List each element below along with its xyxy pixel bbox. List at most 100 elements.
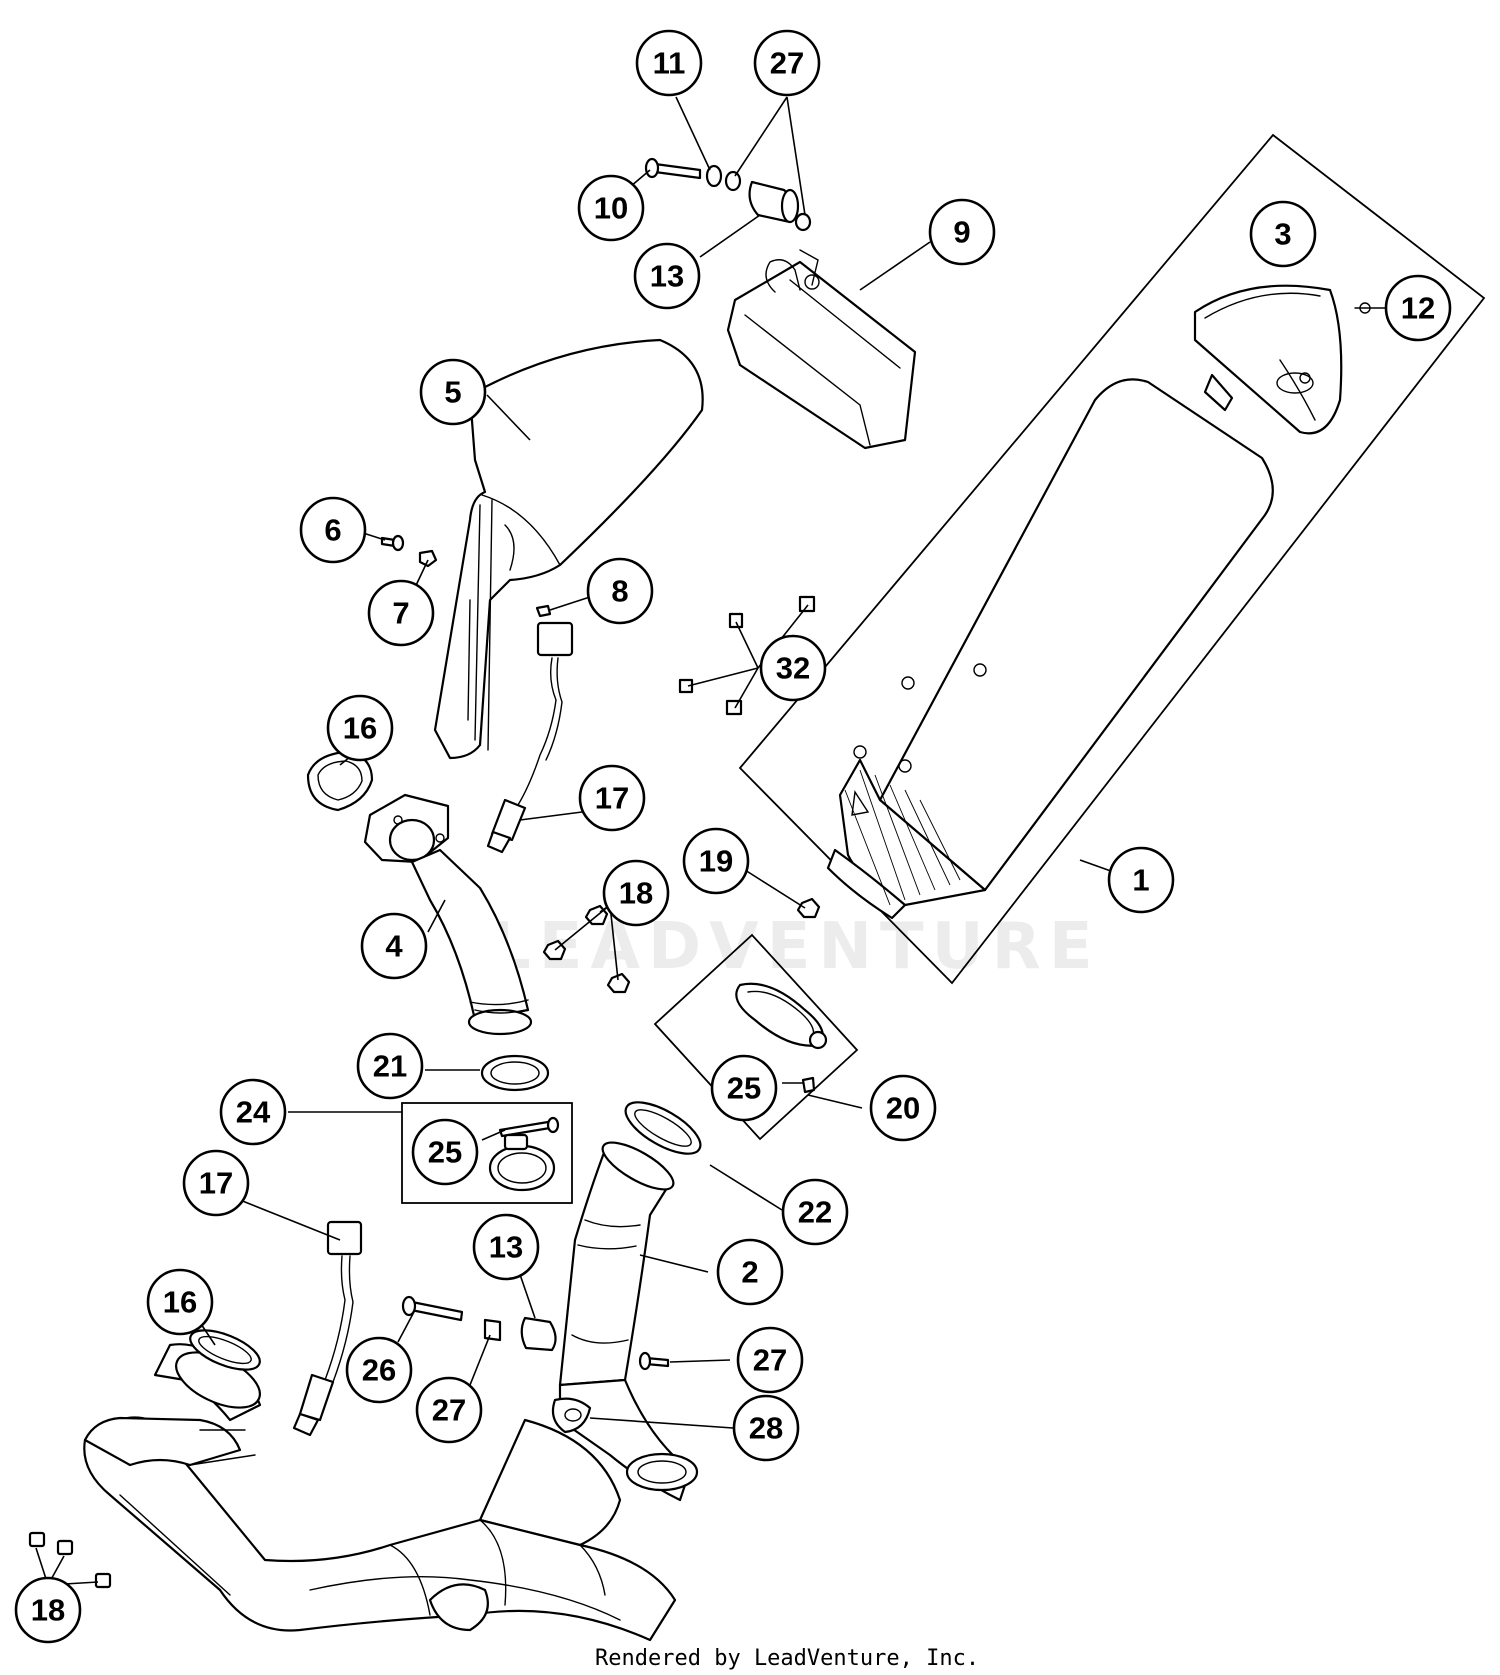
gasket-ring-21 — [480, 1054, 550, 1092]
callout-number: 27 — [770, 46, 804, 81]
callout-c25a: 25 — [710, 1054, 778, 1122]
callout-number: 3 — [1274, 217, 1291, 252]
callout-number: 27 — [753, 1343, 787, 1378]
callout-circle — [1384, 274, 1452, 342]
callout-c21: 21 — [356, 1032, 424, 1100]
callout-c11a: 11 — [635, 29, 703, 97]
callout-c26: 26 — [345, 1336, 413, 1404]
callout-c8: 8 — [586, 557, 654, 625]
callout-c3: 3 — [1249, 200, 1317, 268]
callout-number: 18 — [31, 1593, 65, 1628]
callout-number: 25 — [727, 1071, 761, 1106]
end-cap-screw — [1354, 302, 1371, 314]
callout-circle — [577, 174, 645, 242]
oxygen-sensor-lower — [292, 1220, 363, 1437]
callout-c10: 10 — [577, 174, 645, 242]
callout-c25b: 25 — [411, 1118, 479, 1186]
muffler-stud-2 — [973, 663, 987, 677]
mount-hardware — [644, 157, 812, 232]
callout-c16b: 16 — [146, 1268, 214, 1336]
callout-circle — [602, 859, 670, 927]
muffler-stud-4 — [898, 759, 912, 773]
callout-number: 27 — [432, 1393, 466, 1428]
callout-number: 24 — [236, 1095, 271, 1130]
callout-number: 6 — [324, 513, 341, 548]
callout-circle — [326, 694, 394, 762]
callout-circle — [415, 1376, 483, 1444]
callout-number: 16 — [343, 711, 377, 746]
callout-c27b: 27 — [415, 1376, 483, 1444]
callout-c4: 4 — [360, 912, 428, 980]
callout-circle — [578, 764, 646, 832]
gasket-lower — [189, 1329, 261, 1371]
callout-number: 1 — [1132, 863, 1149, 898]
exhaust-clamp-20 — [735, 982, 828, 1094]
callout-circle — [635, 29, 703, 97]
callout-c2: 2 — [716, 1238, 784, 1306]
callout-c17a: 17 — [578, 764, 646, 832]
callout-number: 2 — [741, 1255, 758, 1290]
callout-number: 9 — [953, 215, 970, 250]
callout-circle — [869, 1074, 937, 1142]
callout-circle — [411, 1118, 479, 1186]
callout-circle — [1249, 200, 1317, 268]
callout-c18b: 18 — [14, 1576, 82, 1644]
callout-circle — [146, 1268, 214, 1336]
muffler-stud-1 — [901, 676, 915, 690]
collector-pipe — [83, 1141, 699, 1642]
callout-circle — [219, 1078, 287, 1146]
callout-c1: 1 — [1107, 846, 1175, 914]
callout-circle — [753, 29, 821, 97]
watermark-text: LEADVENTURE — [490, 910, 1101, 984]
callout-circle — [356, 1032, 424, 1100]
callout-c19: 19 — [682, 827, 750, 895]
callout-c17b: 17 — [182, 1149, 250, 1217]
clamp-kit-frame — [401, 1102, 573, 1204]
callout-circle — [14, 1576, 82, 1644]
callout-c32: 32 — [759, 634, 827, 702]
callout-circle — [1107, 846, 1175, 914]
header-pipe-front — [363, 793, 533, 1036]
callout-c7: 7 — [367, 579, 435, 647]
rendered-by-credit: Rendered by LeadVenture, Inc. — [595, 1646, 979, 1671]
callout-number: 7 — [392, 596, 409, 631]
callout-circle — [367, 579, 435, 647]
callout-c9: 9 — [928, 198, 996, 266]
callout-circle — [419, 358, 487, 426]
callout-number: 19 — [699, 844, 733, 879]
muffler-end-cap — [1193, 284, 1343, 435]
callout-number: 5 — [444, 375, 461, 410]
callout-c13a: 13 — [633, 242, 701, 310]
callout-number: 10 — [594, 191, 628, 226]
muffler-body — [826, 373, 1274, 920]
callout-circle — [716, 1238, 784, 1306]
gasket-upper — [306, 750, 374, 812]
callout-c13b: 13 — [472, 1213, 540, 1281]
callout-number: 22 — [798, 1195, 832, 1230]
callout-number: 28 — [749, 1411, 783, 1446]
callout-circle — [360, 912, 428, 980]
shield-nut — [418, 549, 438, 568]
shield-screw — [380, 534, 405, 552]
callout-c28: 28 — [732, 1394, 800, 1462]
callout-circle — [633, 242, 701, 310]
header-pipe-rear — [83, 1343, 262, 1467]
callout-c5: 5 — [419, 358, 487, 426]
callout-number: 4 — [385, 929, 403, 964]
callout-number: 25 — [428, 1135, 462, 1170]
callout-number: 21 — [373, 1049, 407, 1084]
callout-c24: 24 — [219, 1078, 287, 1146]
callout-circle — [682, 827, 750, 895]
callout-circle — [586, 557, 654, 625]
nuts-lower — [28, 1531, 112, 1589]
callout-circle — [345, 1336, 413, 1404]
callout-number: 11 — [653, 46, 686, 81]
clamp-kit-24 — [488, 1116, 560, 1192]
callout-number: 26 — [362, 1353, 396, 1388]
callout-circle — [736, 1326, 804, 1394]
oxygen-sensor-upper — [486, 604, 574, 854]
callout-c27a: 27 — [753, 29, 821, 97]
callout-circle — [759, 634, 827, 702]
callout-number: 13 — [650, 259, 684, 294]
